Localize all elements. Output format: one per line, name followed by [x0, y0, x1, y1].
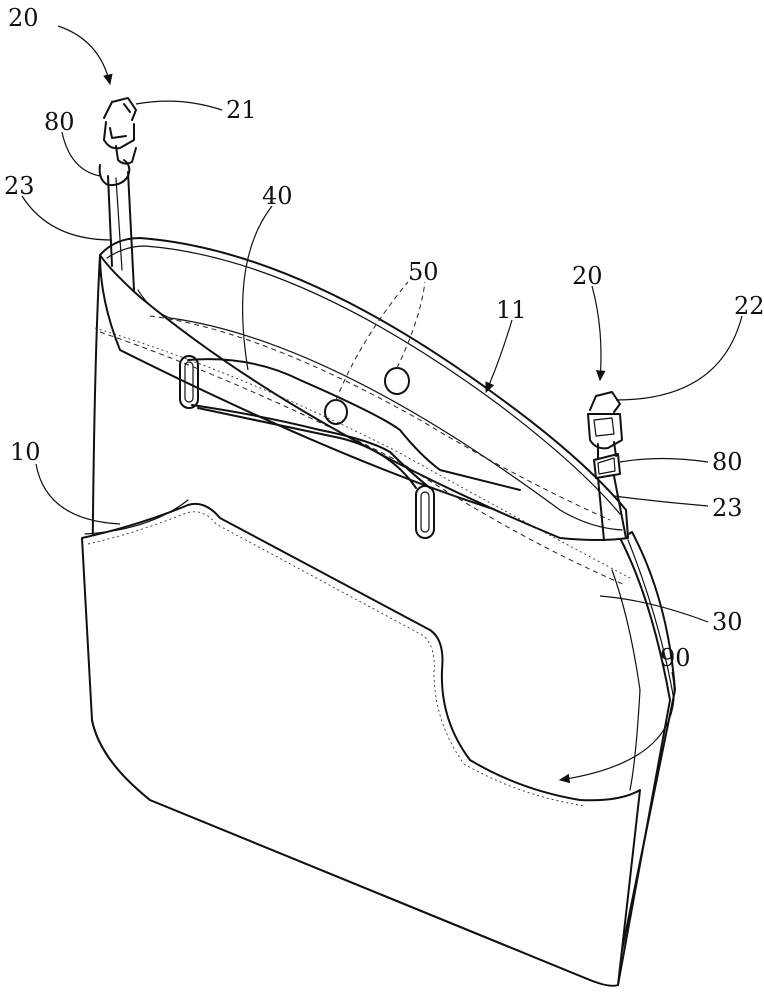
label-23-left: 23 — [4, 172, 35, 200]
label-10: 10 — [10, 438, 41, 466]
label-11: 11 — [496, 296, 527, 324]
label-30: 30 — [712, 608, 743, 636]
label-80-left: 80 — [44, 108, 75, 136]
label-90: 90 — [660, 644, 691, 672]
label-23-right: 23 — [712, 494, 743, 522]
label-40: 40 — [262, 182, 293, 210]
label-50: 50 — [408, 258, 439, 286]
label-22: 22 — [734, 292, 764, 320]
label-20-right: 20 — [572, 262, 603, 290]
label-20-left: 20 — [8, 4, 39, 32]
label-80-right: 80 — [712, 448, 743, 476]
label-21: 21 — [226, 96, 257, 124]
